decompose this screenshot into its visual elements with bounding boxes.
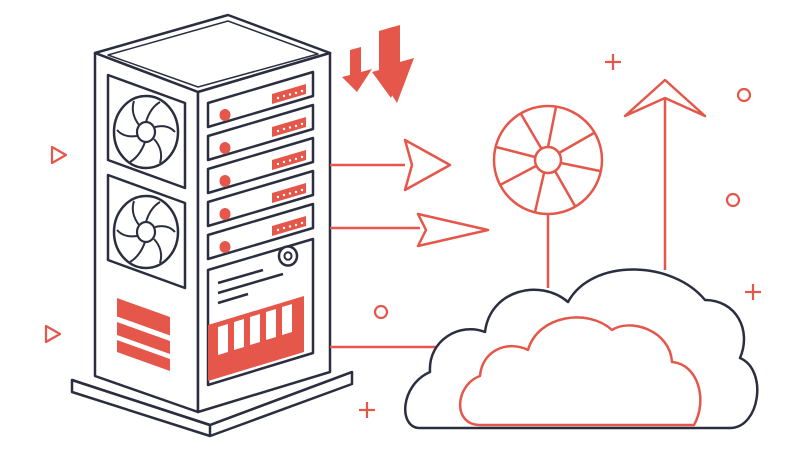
triangle-icon [44,324,62,344]
cloud-icon [404,268,759,430]
plus-icon [745,284,761,300]
triangle-icon [50,145,68,165]
arrow-up-icon [623,78,707,270]
cloud-inner [458,316,702,427]
server-control-panel [206,237,315,387]
server-drive-bays [206,70,315,261]
drive-bay [206,70,315,129]
fan-icon [492,104,604,288]
server-vent-panel [116,298,171,371]
download-arrows-icon [342,25,414,103]
arrow-right-icon [330,212,490,248]
plus-icon [605,54,621,70]
server-fan-top [106,73,187,190]
server-rack-icon [70,13,354,438]
arrow-right-icon [330,138,452,192]
circle-icon [373,304,389,320]
drive-bay [206,136,315,195]
server-base [70,370,354,438]
drive-bay [206,202,315,261]
circle-icon [725,192,741,208]
server-fan-bottom [106,173,187,290]
drive-bay [206,169,315,228]
circle-icon [736,87,752,103]
plus-icon [359,402,375,418]
decor-icons [44,54,761,418]
drive-bay [206,103,315,162]
